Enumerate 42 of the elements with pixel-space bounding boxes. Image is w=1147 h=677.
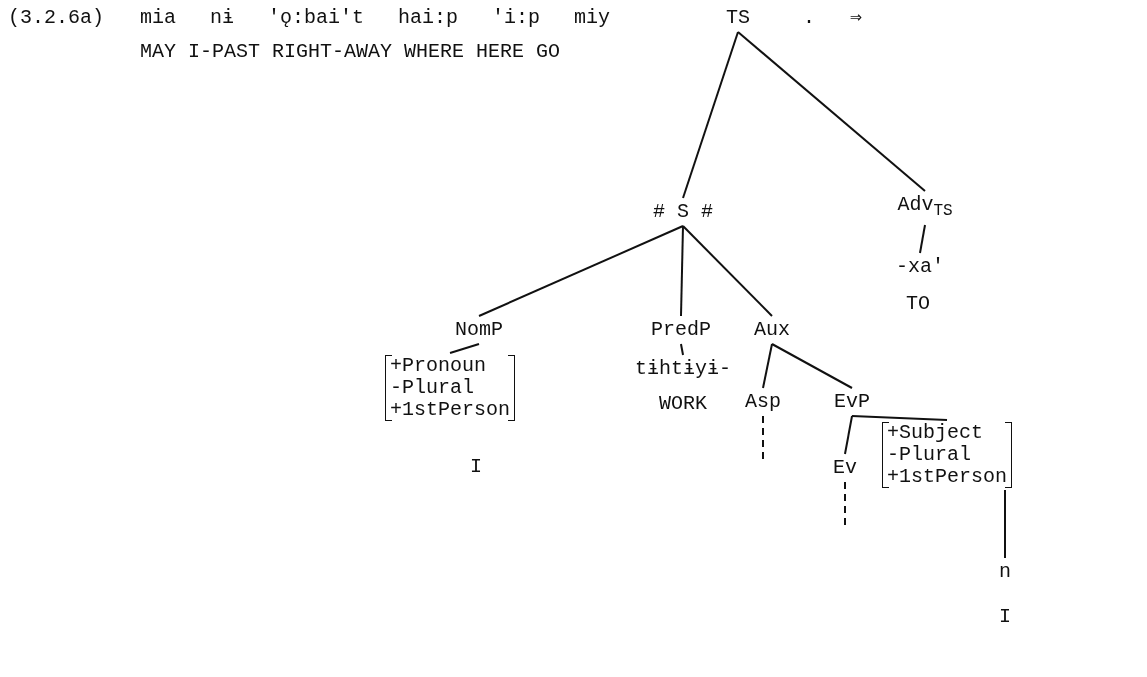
tree-node-label: n xyxy=(999,560,1011,584)
feature-matrix xyxy=(882,422,1013,488)
feature-text: -Plural xyxy=(390,377,475,399)
gloss-text: MAY I-PAST RIGHT-AWAY WHERE HERE GO xyxy=(140,40,561,64)
tree-node-label: EvP xyxy=(834,390,870,414)
tree-node-label: Ev xyxy=(833,456,857,480)
feature-text: +Pronoun xyxy=(390,355,487,377)
branch-line xyxy=(682,31,739,199)
tree-node-label: Asp xyxy=(745,390,781,414)
gloss-text: WORK xyxy=(659,392,707,416)
transcription-text: mia nɨ 'ǫ:bai't hai:p 'i:p miy xyxy=(140,6,611,30)
branch-line xyxy=(680,343,684,356)
branch-line xyxy=(919,224,926,254)
branch-line xyxy=(449,343,480,354)
gloss-text: I xyxy=(999,605,1011,629)
tree-node-label: PredP xyxy=(651,318,711,342)
period-text: . xyxy=(803,6,815,30)
branch-line xyxy=(851,415,948,421)
branch-line xyxy=(771,343,853,389)
branch-line xyxy=(737,31,926,192)
branch-line xyxy=(762,343,773,389)
tree-node-label: Aux xyxy=(754,318,790,342)
feature-matrix xyxy=(385,355,516,421)
gloss-text: TO xyxy=(906,292,930,316)
example-number: (3.2.6a) xyxy=(8,6,104,30)
tree-node-label: tɨhtɨyɨ- xyxy=(635,357,731,381)
branch-line xyxy=(680,225,684,317)
branch-line xyxy=(1004,489,1006,559)
tree-node-label: # S # xyxy=(653,200,713,224)
tree-node-label: -xa' xyxy=(896,255,944,279)
gloss-text: I xyxy=(470,455,482,479)
arrow-symbol: ⇒ xyxy=(850,6,863,30)
branch-line xyxy=(478,225,684,317)
tree-node-label: TS xyxy=(726,6,750,30)
tree-node-label: NomP xyxy=(455,318,503,342)
branch-line xyxy=(844,415,853,455)
feature-text: +1stPerson xyxy=(390,399,511,421)
branch-line xyxy=(682,225,773,317)
feature-text: +1stPerson xyxy=(887,466,1008,488)
tree-node-label: Adv$_{TS}$ xyxy=(897,193,953,223)
feature-text: -Plural xyxy=(887,444,972,466)
feature-text: +Subject xyxy=(887,422,984,444)
